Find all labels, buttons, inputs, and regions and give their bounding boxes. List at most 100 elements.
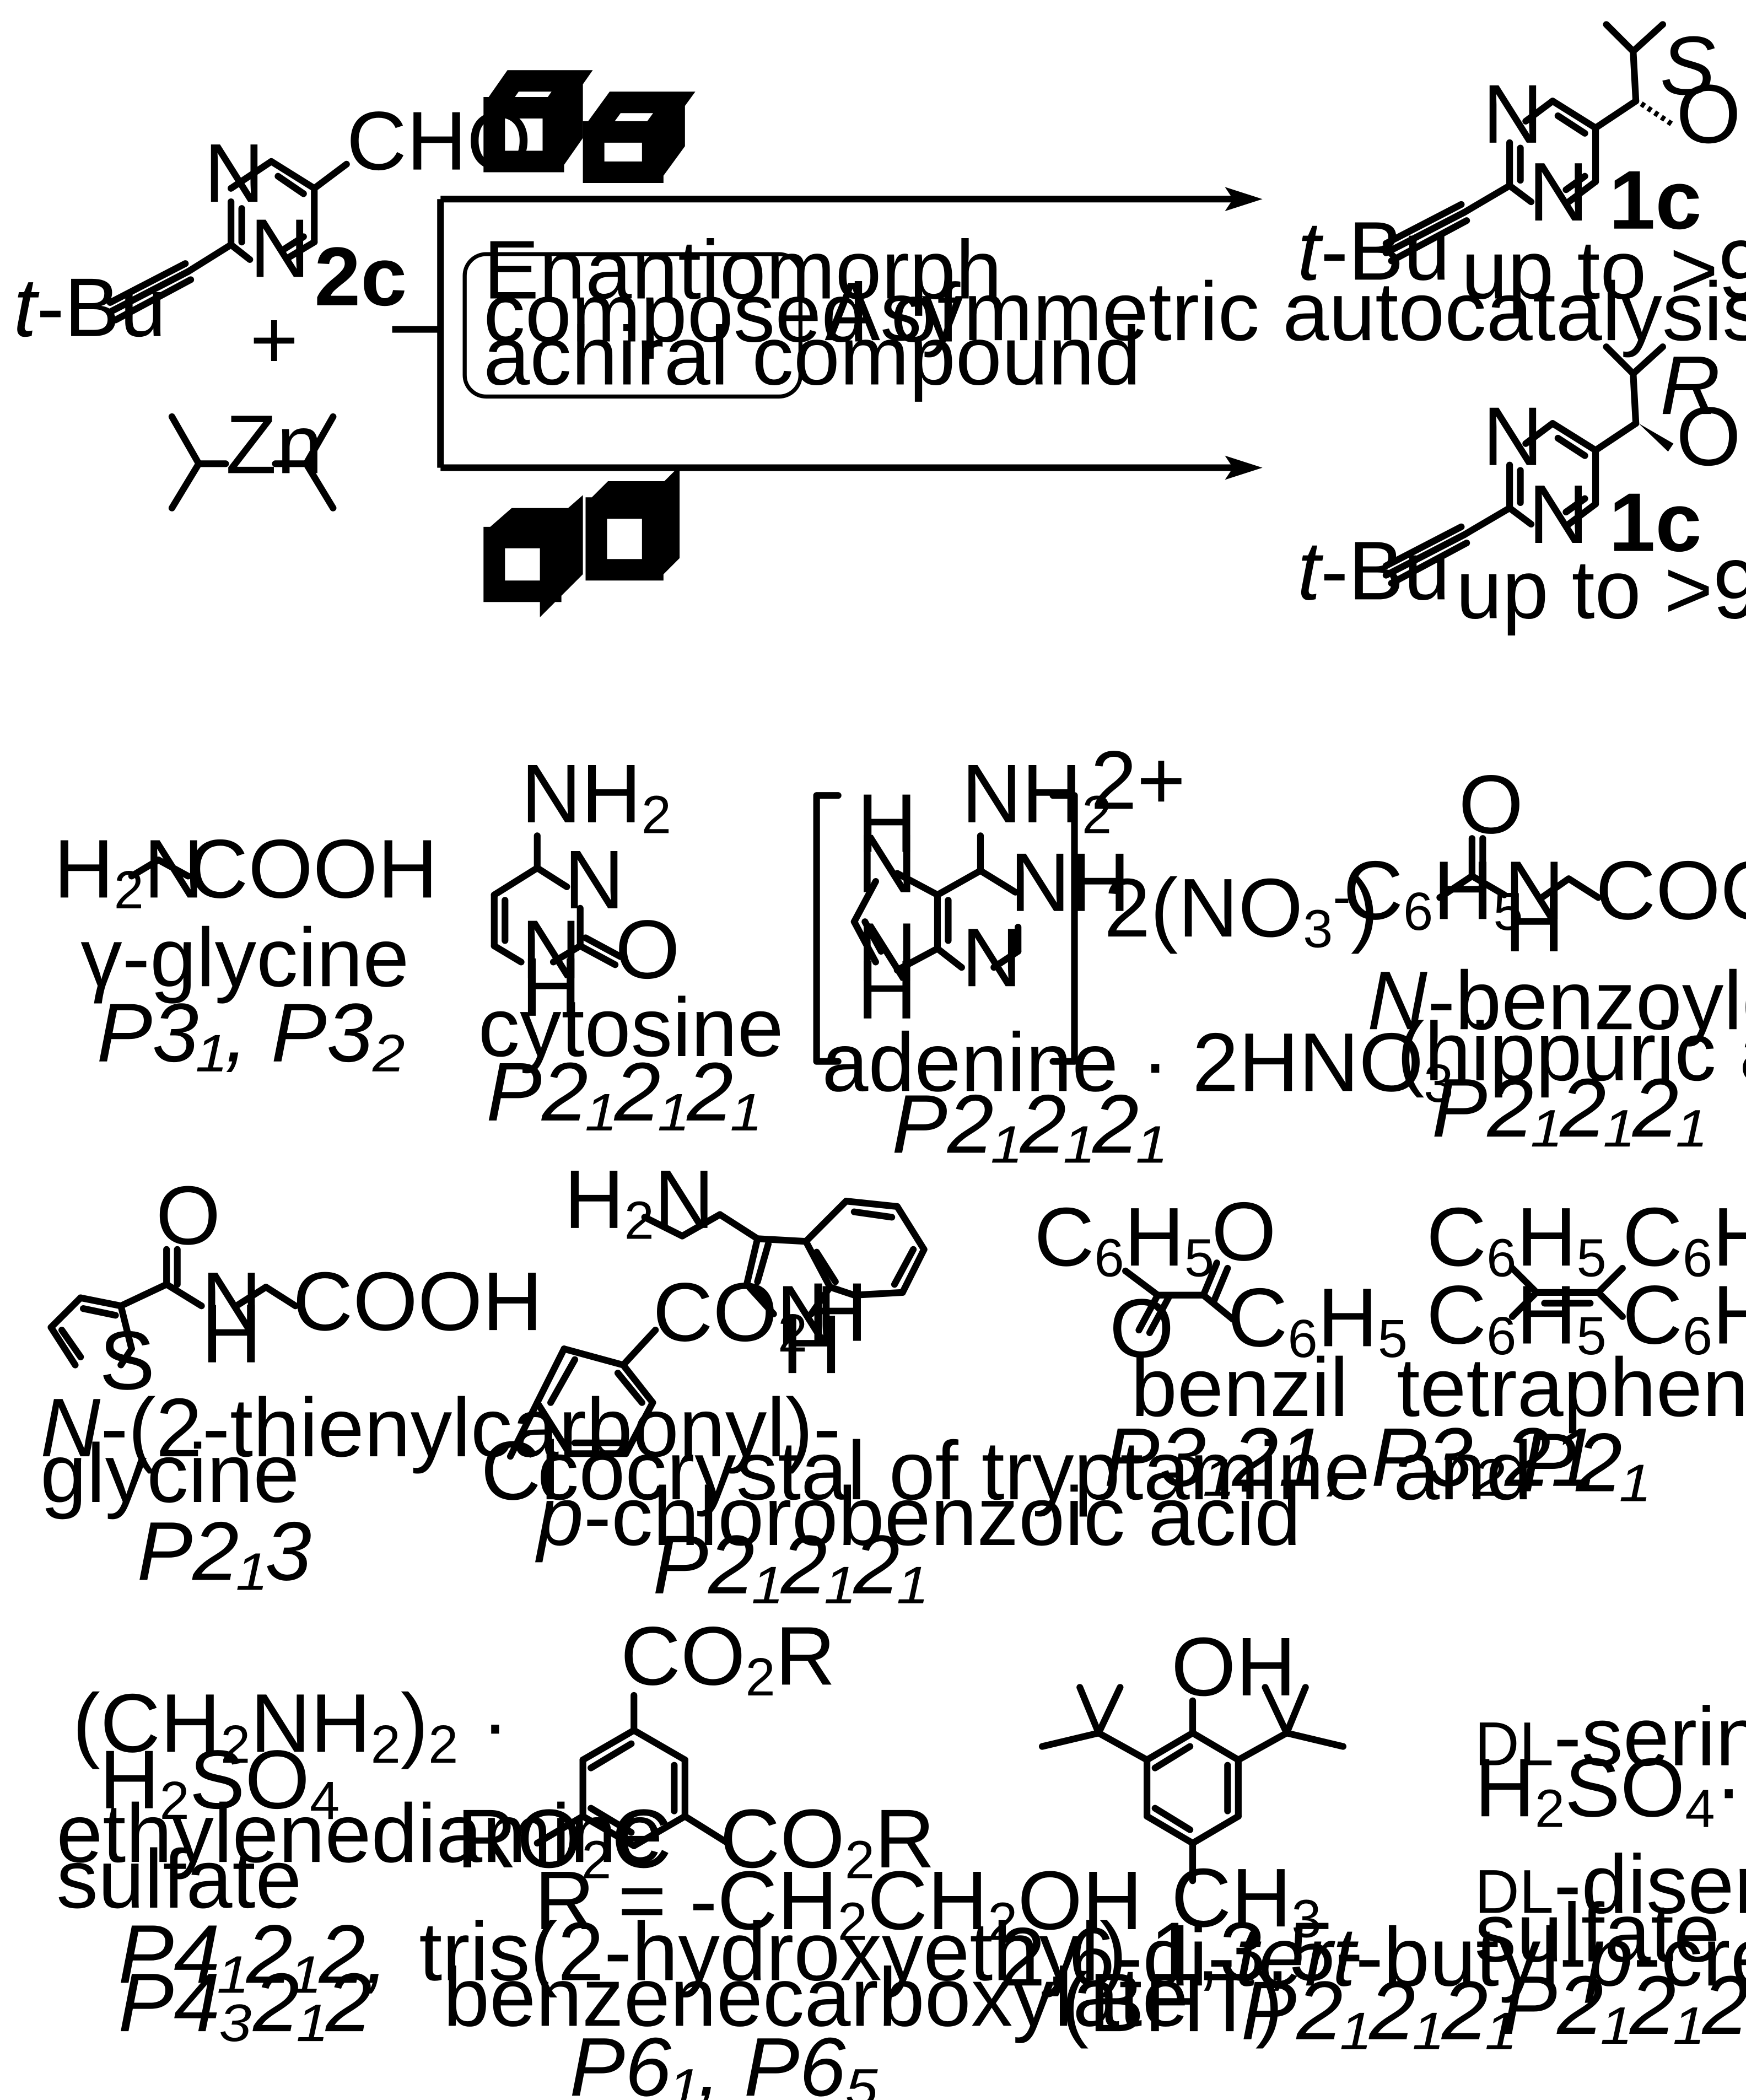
phenyl-group: C6H5 — [1623, 1268, 1746, 1365]
space-group: P2₁2₁2₁ — [1501, 1959, 1746, 2052]
product-s-1c: N N S OH t-Bu 1c up to >99.5% ee — [1297, 19, 1746, 316]
compound-name: γ-glycine — [80, 911, 409, 1004]
space-group: P2₁2₁2₁ — [486, 1046, 759, 1139]
config-r: R — [1660, 339, 1720, 432]
indole-n: N — [777, 1268, 837, 1361]
hydroxyl-group: OH — [1676, 390, 1746, 483]
carbonyl-oxygen: O — [1458, 758, 1523, 851]
box-line-1: Enantiomorph — [483, 224, 1002, 317]
amino-group: NH2 — [962, 747, 1112, 844]
chlorine-atom: Cl — [481, 1424, 559, 1517]
ring-n-atom: N — [564, 833, 624, 927]
carbonyl-oxygen: O — [1109, 1282, 1174, 1375]
arrow-head-bottom — [1225, 455, 1263, 480]
space-group: P2₁2₁2₁ — [1432, 1062, 1705, 1155]
space-group: P3₁21, P3₂21 — [1104, 1411, 1597, 1504]
product-r-1c: N N R OH t-Bu 1c up to >99.5% ee — [1297, 339, 1746, 636]
cube-icon — [483, 70, 593, 173]
ring-n-atom: N — [1483, 68, 1543, 161]
ring-h-atom: H — [857, 777, 917, 870]
formula-line-2: H2SO4·H2O — [1475, 1741, 1746, 1838]
counter-ion: 2(NO3-) — [1104, 861, 1378, 959]
amino-group: NH2 — [521, 747, 671, 844]
compound-name: adenine · 2HNO3 — [822, 1016, 1453, 1113]
space-group: P6₁, P6₅ — [569, 2021, 879, 2100]
formula-line-1: (CH2NH2)2 · — [73, 1677, 509, 1774]
crystal-cubes-top — [483, 70, 696, 183]
phenyl-group: C6H5 — [1343, 844, 1523, 941]
ring-n-atom: N — [962, 911, 1022, 1004]
phenyl-group: C6H5 — [1623, 1191, 1746, 1288]
space-group: P2₁3 — [137, 1505, 311, 1598]
space-group: P3₁, P3₂ — [96, 987, 405, 1080]
enantiomorph-box — [462, 252, 803, 399]
arrow-head-top — [1225, 187, 1263, 212]
ring-n-atom: N — [857, 906, 917, 999]
tbu-group: t-Bu — [1297, 204, 1450, 298]
compound-name: tris(2-hydroxyethyl) 1,3,5- — [419, 1905, 1363, 1999]
bracket-left — [813, 792, 842, 1065]
amine-group: H2N — [564, 1153, 714, 1250]
compound-name-line2: glycine — [40, 1427, 299, 1520]
space-group: P2₁ — [1521, 1417, 1648, 1510]
compound-cytosine: NH2 N N H O cytosine P2₁2₁2₁ — [478, 747, 784, 1139]
ring-n-atom: N — [857, 817, 917, 911]
compound-name-line2: sulfate — [56, 1833, 301, 1926]
compound-name: 2,6-di-tert-butyl-p-cresol — [999, 1910, 1746, 2004]
compound-tetraphenylethylene: C6H5 C6H5 C6H5 C6H5 tetraphenylethylene … — [1397, 1191, 1746, 1509]
compound-name: tetraphenylethylene — [1397, 1341, 1746, 1434]
space-group: P4₁2₁2, — [118, 1908, 388, 2001]
carboxyl-group: COOH — [188, 822, 438, 916]
ring-n-atom: N — [1528, 146, 1588, 239]
formula-line-2: H2SO4 — [99, 1733, 340, 1830]
r-definition: R = -CH2CH2OH — [535, 1854, 1143, 1951]
carbonyl-oxygen: O — [1211, 1185, 1276, 1278]
compound-adenine-nitrate: 2+ NH2 H N NH N H N 2(NO3-) adenine · 2H… — [813, 734, 1453, 1171]
ring-nh-atom: N — [521, 903, 581, 997]
compound-benzil: C6H5 O O C6H5 benzil P3₁21, P3₂21 — [1034, 1185, 1597, 1504]
ring-n-atom: N — [1483, 390, 1543, 483]
ester-group: RO2C — [457, 1792, 672, 1889]
config-s: S — [1660, 19, 1716, 112]
amide-n: N — [202, 1255, 262, 1348]
process-label: Asymmetric autocatalysis — [824, 265, 1746, 358]
ester-group: CO2R — [720, 1792, 935, 1889]
compound-name: ethylenediamine — [56, 1787, 662, 1880]
charge: 2+ — [1091, 734, 1185, 827]
compound-glycine: H2N COOH γ-glycine P3₁, P3₂ — [53, 822, 438, 1079]
cube-icon — [585, 466, 680, 581]
compound-dl-serine-sulfate: DL-serine· H2SO4·H2O DL-diserinium sulfa… — [1475, 1690, 1746, 2052]
space-group: P2₁2₁2₁ — [1241, 1964, 1515, 2058]
ee-value: up to >99.5% ee — [1461, 224, 1746, 317]
ring-n-atom: N — [204, 127, 264, 220]
zinc-atom: Zn — [225, 398, 322, 491]
sulfur-atom: S — [99, 1314, 155, 1407]
compound-name: DL-diserinium — [1475, 1838, 1746, 1931]
space-group: P2₁2₁2₁ — [653, 1519, 926, 1612]
tbu-group: t-Bu — [13, 261, 166, 354]
compound-label-1c: 1c — [1609, 476, 1701, 569]
compound-name: cytosine — [478, 981, 784, 1074]
ring-h-atom: H — [521, 941, 581, 1034]
compound-name-line2: benzenecarboxylate — [443, 1951, 1188, 2044]
wedge-bond — [1639, 423, 1674, 452]
ee-value: up to >99.5% ee — [1456, 543, 1746, 637]
plus-sign: + — [250, 293, 298, 386]
compound-label-2c: 2c — [314, 230, 407, 324]
indole-h: H — [782, 1298, 842, 1391]
formula-line-1: DL-serine· — [1475, 1690, 1746, 1784]
compound-name-line2: p-chlorobenzoic acid — [535, 1470, 1301, 1563]
compound-tris-hydroxyethyl-benzenecarboxylate: CO2R RO2C CO2R R = -CH2CH2OH tris(2-hydr… — [419, 1609, 1363, 2100]
compound-thienylcarbonyl-glycine: S O N H COOH N-(2-thienylcarbonyl)- glyc… — [40, 1169, 840, 1598]
compound-name-abbr: (BHT) — [1061, 1956, 1283, 2049]
phenyl-group: C6H5 — [1426, 1268, 1607, 1365]
space-group-2: P4₃2₁2 — [118, 1956, 371, 2049]
reagent-diisopropylzinc: Zn — [168, 398, 337, 511]
compound-ethylenediamine-sulfate: (CH2NH2)2 · H2SO4 ethylenediamine sulfat… — [56, 1677, 662, 2049]
ester-group: CO2R — [621, 1609, 836, 1706]
carboxyl-group: COOH — [1596, 844, 1746, 937]
ring-n-atom: N — [250, 202, 310, 295]
crystal-cubes-bottom — [483, 466, 680, 617]
compound-name: benzil — [1131, 1341, 1349, 1434]
